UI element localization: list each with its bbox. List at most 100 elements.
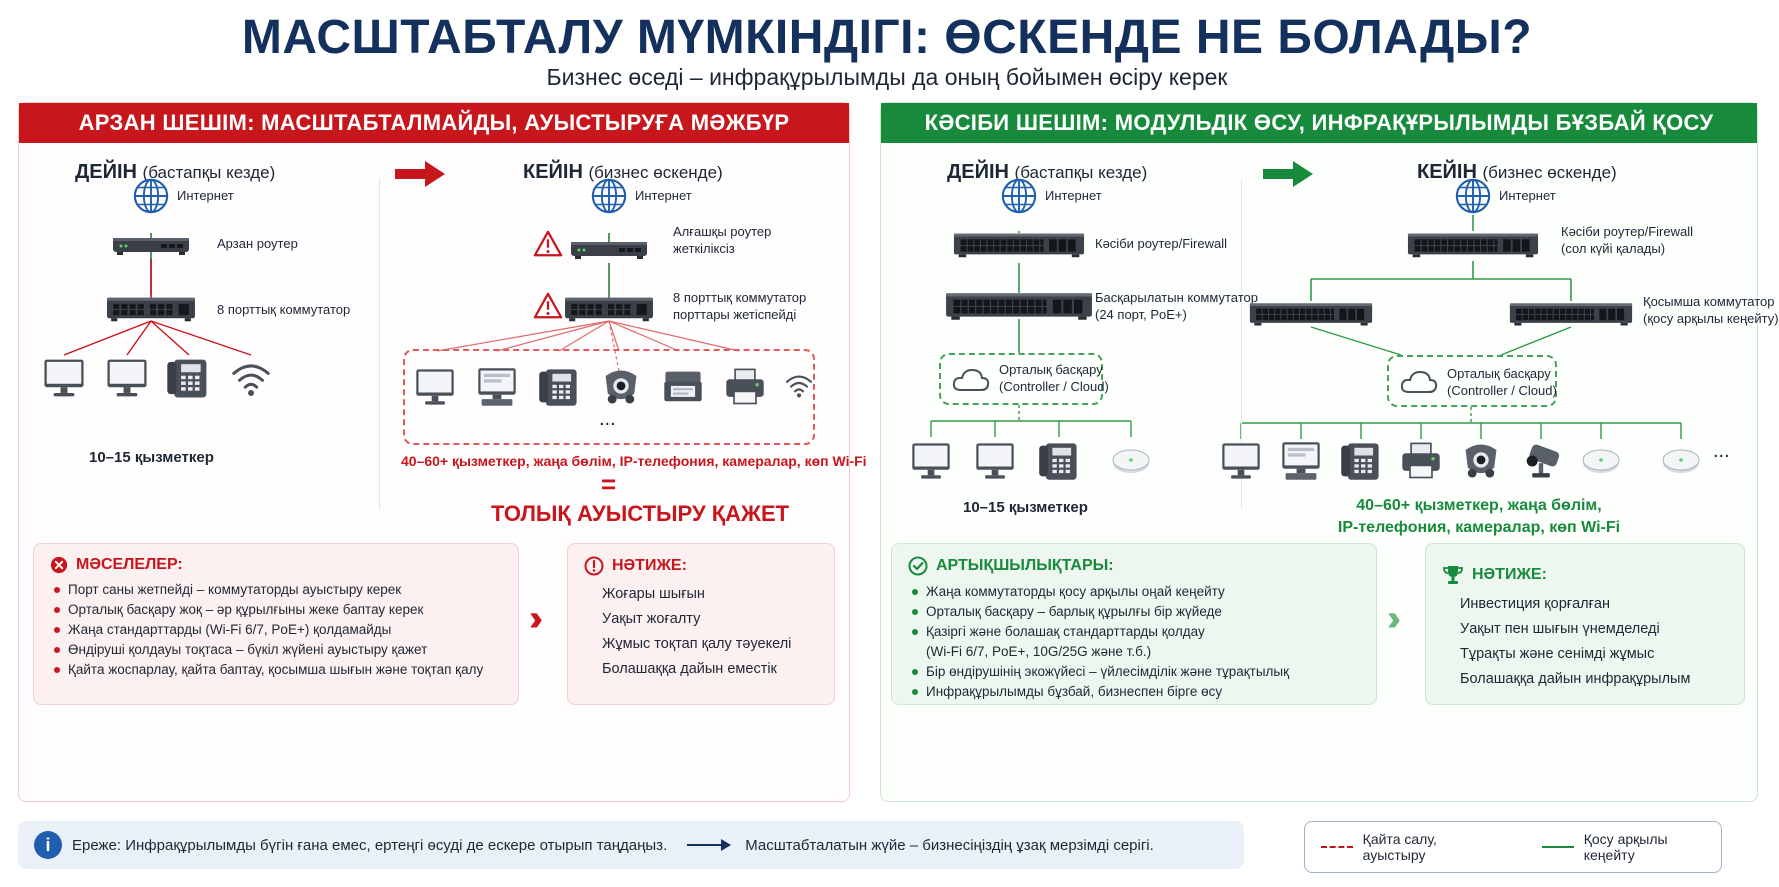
list-item: Жаңа стандарттарды (Wi-Fi 6/7, PoE+) қол… <box>50 620 502 640</box>
camera-icon <box>599 365 643 409</box>
legend: Қайта салу, ауыстыру Қосу арқылы кеңейту <box>1304 821 1722 873</box>
switch-label: 8 порттық коммутатор порттары жетіспейді <box>673 290 807 322</box>
new-devices-box <box>403 349 815 445</box>
cloud-icon <box>1399 367 1439 397</box>
controller-box <box>1387 355 1557 407</box>
switch-icon <box>1249 299 1373 329</box>
workstation-icon <box>475 365 519 409</box>
pro-before-title: ДЕЙІН (бастапқы кезде) <box>947 161 1148 183</box>
info-icon: i <box>34 831 62 859</box>
monitor-icon <box>413 365 457 409</box>
warning-icon <box>533 229 563 259</box>
advantages-list: Жаңа коммутаторды қосу арқылы оңай кеңей… <box>908 582 1360 702</box>
full-replacement-result: ТОЛЫҚ АУЫСТЫРУ ҚАЖЕТ <box>491 501 790 526</box>
list-item: Өндіруші қолдауы тоқтаса – бүкіл жүйені … <box>50 640 502 660</box>
alert-circle-icon <box>584 556 604 576</box>
router-label: Арзан роутер <box>217 236 298 251</box>
more-devices-ellipsis: ... <box>1713 440 1730 462</box>
advantages-card: АРТЫҚШЫЛЫҚТАРЫ: Жаңа коммутаторды қосу а… <box>891 543 1377 705</box>
pro-solution-panel: КӘСІБИ ШЕШІМ: МОДУЛЬДІК ӨСУ, ИНФРАҚҰРЫЛЫ… <box>880 102 1779 802</box>
list-item: Орталық басқару жоқ – әр құрылғыны жеке … <box>50 600 502 620</box>
internet-label: Интернет <box>1499 188 1556 203</box>
warning-icon <box>533 291 563 321</box>
list-item: Қазіргі және болашақ стандарттарды қолда… <box>908 622 1360 662</box>
legend-red-line <box>1321 846 1353 848</box>
rule-text: Ереже: Инфрақұрылымды бүгін ғана емес, е… <box>72 836 668 854</box>
wifi-icon <box>228 355 274 401</box>
monitor-icon <box>909 439 953 483</box>
list-item: Уақыт жоғалту <box>602 611 701 627</box>
rule-bar: i Ереже: Инфрақұрылымды бүгін ғана емес,… <box>18 821 1244 869</box>
column-divider <box>1241 179 1242 509</box>
firewall-router-icon <box>953 229 1085 261</box>
list-item: Тұрақты және сенімді жұмыс <box>1460 646 1655 662</box>
monitor-icon <box>1219 439 1263 483</box>
switch-icon <box>105 294 197 324</box>
printer-icon <box>723 365 767 409</box>
router-label: Кәсіби роутер/Firewall (сол күйі қалады) <box>1561 224 1693 256</box>
controller-label: Орталық басқару (Controller / Cloud) <box>999 362 1109 394</box>
monitor-icon <box>41 355 87 401</box>
globe-icon <box>590 177 628 215</box>
employees-caption: 10–15 қызметкер <box>89 449 214 466</box>
printer-icon <box>1399 439 1443 483</box>
legend-red-label: Қайта салу, ауыстыру <box>1362 831 1437 863</box>
pro-lines <box>930 215 1682 439</box>
controller-label: Орталық басқару (Controller / Cloud) <box>1447 366 1557 398</box>
list-item: Жоғары шығын <box>602 586 705 602</box>
arrow-right-icon <box>687 839 732 851</box>
bullet-camera-icon <box>1519 439 1563 483</box>
arrow-right-icon <box>395 161 445 187</box>
list-item: Болашаққа дайын еместік <box>602 661 777 677</box>
list-item: Порт саны жетпейді – коммутаторды ауысты… <box>50 580 502 600</box>
result-list: Жоғары шығын Уақыт жоғалту Жұмыс тоқтап … <box>584 582 818 682</box>
cheap-solution-header: АРЗАН ШЕШІМ: МАСШТАБТАЛМАЙДЫ, АУЫСТЫРУҒА… <box>19 103 849 143</box>
problems-card: МӘСЕЛЕЛЕР: Порт саны жетпейді – коммутат… <box>33 543 519 705</box>
additional-switch-label: Қосымша коммутатор (қосу арқылы кеңейту) <box>1643 294 1779 326</box>
controller-box <box>939 353 1103 405</box>
cheap-after-title: КЕЙІН (бизнес өскенде) <box>523 161 723 183</box>
growth-caption: 40–60+ қызметкер, жаңа бөлім, IP-телефон… <box>401 453 867 469</box>
wifi-icon <box>783 365 815 405</box>
ip-phone-icon <box>165 355 211 401</box>
growth-caption: 40–60+ қызметкер, жаңа бөлім, IP-телефон… <box>1337 497 1621 536</box>
problems-head: МӘСЕЛЕЛЕР: <box>50 556 502 574</box>
list-item: Инфрақұрылымды бұзбай, бизнеспен бірге ө… <box>908 682 1360 702</box>
legend-green-line <box>1542 846 1574 848</box>
ip-phone-icon <box>537 365 581 409</box>
cheap-solution-panel: АРЗАН ШЕШІМ: МАСШТАБТАЛМАЙДЫ, АУЫСТЫРУҒА… <box>18 102 867 802</box>
cheap-before-title: ДЕЙІН (бастапқы кезде) <box>75 161 276 183</box>
ip-phone-icon <box>1037 439 1081 483</box>
trophy-icon <box>1443 566 1463 584</box>
router-icon <box>111 231 191 259</box>
internet-label: Интернет <box>177 188 234 203</box>
list-item: Орталық басқару – барлық құрылғы бір жүй… <box>908 602 1360 622</box>
list-item: Жаңа коммутаторды қосу арқылы оңай кеңей… <box>908 582 1360 602</box>
legend-green-label: Қосу арқылы кеңейту <box>1583 831 1668 863</box>
globe-icon <box>1000 177 1038 215</box>
router-icon <box>569 235 649 263</box>
check-circle-icon <box>908 556 928 576</box>
list-item: Жұмыс тоқтап қалу тәуекелі <box>602 636 792 652</box>
problems-list: Порт саны жетпейді – коммутаторды ауысты… <box>50 580 502 680</box>
page-subtitle: Бизнес өседі – инфрақұрылымды да оның бо… <box>546 64 1228 90</box>
workstation-icon <box>1279 439 1323 483</box>
globe-icon <box>132 177 170 215</box>
equals-sign: = <box>601 469 617 499</box>
list-item: Инвестиция қорғалған <box>1460 596 1610 612</box>
list-item: Болашаққа дайын инфрақұрылым <box>1460 671 1691 687</box>
router-label: Алғашқы роутер жеткіліксіз <box>673 224 772 256</box>
internet-label: Интернет <box>635 188 692 203</box>
pro-solution-header: КӘСІБИ ШЕШІМ: МОДУЛЬДІК ӨСУ, ИНФРАҚҰРЫЛЫ… <box>881 103 1757 143</box>
access-point-icon <box>1577 441 1625 481</box>
mfp-icon <box>661 365 705 409</box>
internet-label: Интернет <box>1045 188 1102 203</box>
advantages-head: АРТЫҚШЫЛЫҚТАРЫ: <box>908 556 1360 576</box>
list-item: Қайта жоспарлау, қайта баптау, қосымша ш… <box>50 660 502 680</box>
more-devices-ellipsis: ... <box>599 408 616 430</box>
switch-label: 8 порттық коммутатор <box>217 302 351 317</box>
rule-text-2: Масштабталатын жүйе – бизнесіңіздің ұзақ… <box>745 836 1154 854</box>
cheap-lines <box>63 233 740 372</box>
arrow-right-icon <box>1263 161 1313 187</box>
column-divider <box>379 179 380 509</box>
